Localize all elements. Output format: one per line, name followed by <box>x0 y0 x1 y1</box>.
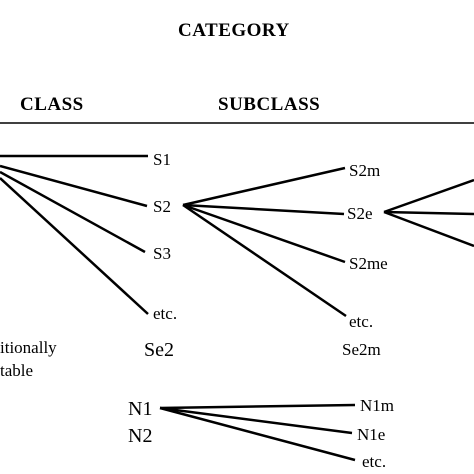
line-s2-s2me <box>182 203 346 264</box>
subclass-label-n1m: N1m <box>360 396 394 415</box>
class-label-n1: N1 <box>128 398 153 420</box>
category-heading: CATEGORY <box>178 20 290 41</box>
line-order-s3 <box>0 170 146 254</box>
line-s2e-c <box>383 210 474 248</box>
line-n1-etc <box>159 406 356 462</box>
line-n1-n1e <box>159 406 353 435</box>
line-n1-n1m <box>159 403 356 410</box>
subclass-label-n1-etc: etc. <box>362 452 387 471</box>
line-s2-s2m <box>182 166 346 207</box>
line-s2e-a <box>383 178 474 214</box>
class-heading: CLASS <box>20 94 84 115</box>
line-order-etc <box>0 177 149 315</box>
line-s2-etc <box>182 203 347 318</box>
cut-off-text-line1: itionally <box>0 338 57 357</box>
class-label-etc: etc. <box>153 304 178 323</box>
class-label-se2: Se2 <box>144 339 174 361</box>
subclass-label-s2me: S2me <box>349 254 388 273</box>
line-order-s2 <box>0 164 148 208</box>
class-label-s1: S1 <box>153 150 171 169</box>
subclass-heading: SUBCLASS <box>218 94 321 115</box>
line-s2-s2e <box>182 203 345 216</box>
subclass-label-s2e: S2e <box>347 204 373 223</box>
subclass-label-s2m: S2m <box>349 161 381 180</box>
cut-off-text-line2: table <box>0 361 34 380</box>
subclass-label-n1e: N1e <box>357 425 386 444</box>
class-label-s3: S3 <box>153 244 171 263</box>
subclass-label-etc: etc. <box>349 312 374 331</box>
class-label-n2: N2 <box>128 425 153 447</box>
class-label-s2: S2 <box>153 197 171 216</box>
line-s2e-b <box>383 210 474 216</box>
subclass-label-se2m: Se2m <box>342 340 381 359</box>
